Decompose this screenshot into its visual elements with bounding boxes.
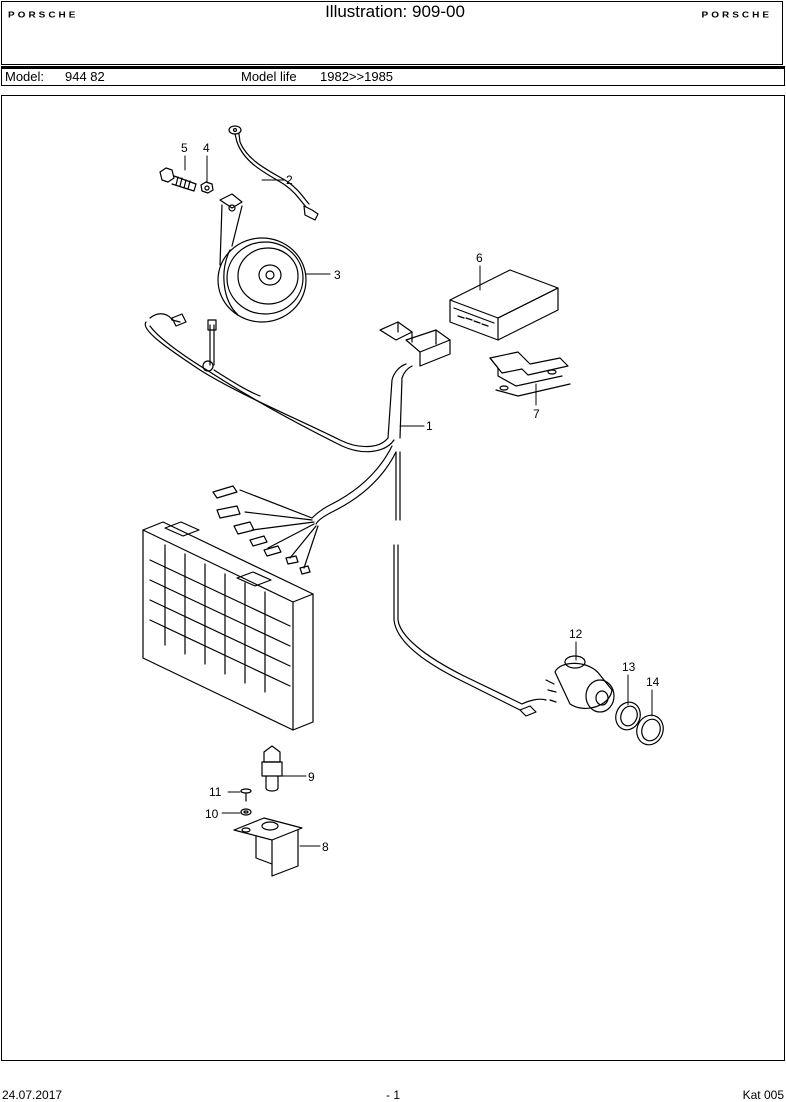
- part-3-horn: [217, 193, 307, 323]
- callout-12: 12: [569, 627, 583, 641]
- callout-3: 3: [334, 268, 341, 282]
- part-10-washer: [240, 808, 252, 816]
- illustration-frame: [1, 95, 785, 1061]
- model-label: Model:: [5, 69, 45, 84]
- porsche-logo-right: PORSCHE: [701, 11, 772, 20]
- callout-9: 9: [308, 770, 315, 784]
- porsche-logo-left: PORSCHE: [8, 11, 79, 20]
- callout-7: 7: [533, 407, 540, 421]
- model-life-value: 1982>>1985: [320, 69, 394, 84]
- model-life-label: Model life: [241, 69, 297, 84]
- callout-11: 11: [209, 785, 222, 799]
- callout-14: 14: [646, 675, 660, 689]
- callout-2: 2: [286, 173, 293, 187]
- callout-1: 1: [426, 419, 433, 433]
- part-4-washer: [200, 181, 214, 194]
- part-12-ignition-switch: [545, 655, 615, 713]
- model-bar: Model: 944 82 Model life 1982>>1985: [1, 69, 785, 86]
- callout-labels: 5 4 2 3 6 7 1 12 13 14 9 11 10 8: [181, 141, 660, 854]
- part-8-bracket: [233, 817, 303, 877]
- callout-10: 10: [205, 807, 219, 821]
- footer-catalog: Kat 005: [742, 1088, 784, 1102]
- callout-8: 8: [322, 840, 329, 854]
- callout-6: 6: [476, 251, 483, 265]
- footer-date: 24.07.2017: [2, 1088, 63, 1102]
- fuse-box-panel: [142, 521, 314, 731]
- part-1-harness: [144, 313, 547, 717]
- part-2-cable: [228, 125, 319, 221]
- callout-13: 13: [622, 660, 636, 674]
- part-14-ring: [636, 714, 664, 746]
- part-9-sender: [261, 745, 283, 792]
- callout-5: 5: [181, 141, 188, 155]
- header-divider: [1, 66, 785, 69]
- part-7-bracket: [489, 351, 571, 397]
- leader-lines: [184, 155, 653, 847]
- footer-page: - 1: [386, 1088, 401, 1102]
- part-11-screw: [240, 788, 252, 802]
- callout-4: 4: [203, 141, 210, 155]
- page-title: Illustration: 909-00: [325, 2, 465, 21]
- header-box: PORSCHE Illustration: 909-00 PORSCHE: [1, 1, 783, 65]
- model-value: 944 82: [65, 69, 105, 84]
- part-13-ring: [615, 701, 641, 731]
- part-5-bolt: [159, 167, 197, 192]
- part-6-control-unit: [449, 269, 559, 341]
